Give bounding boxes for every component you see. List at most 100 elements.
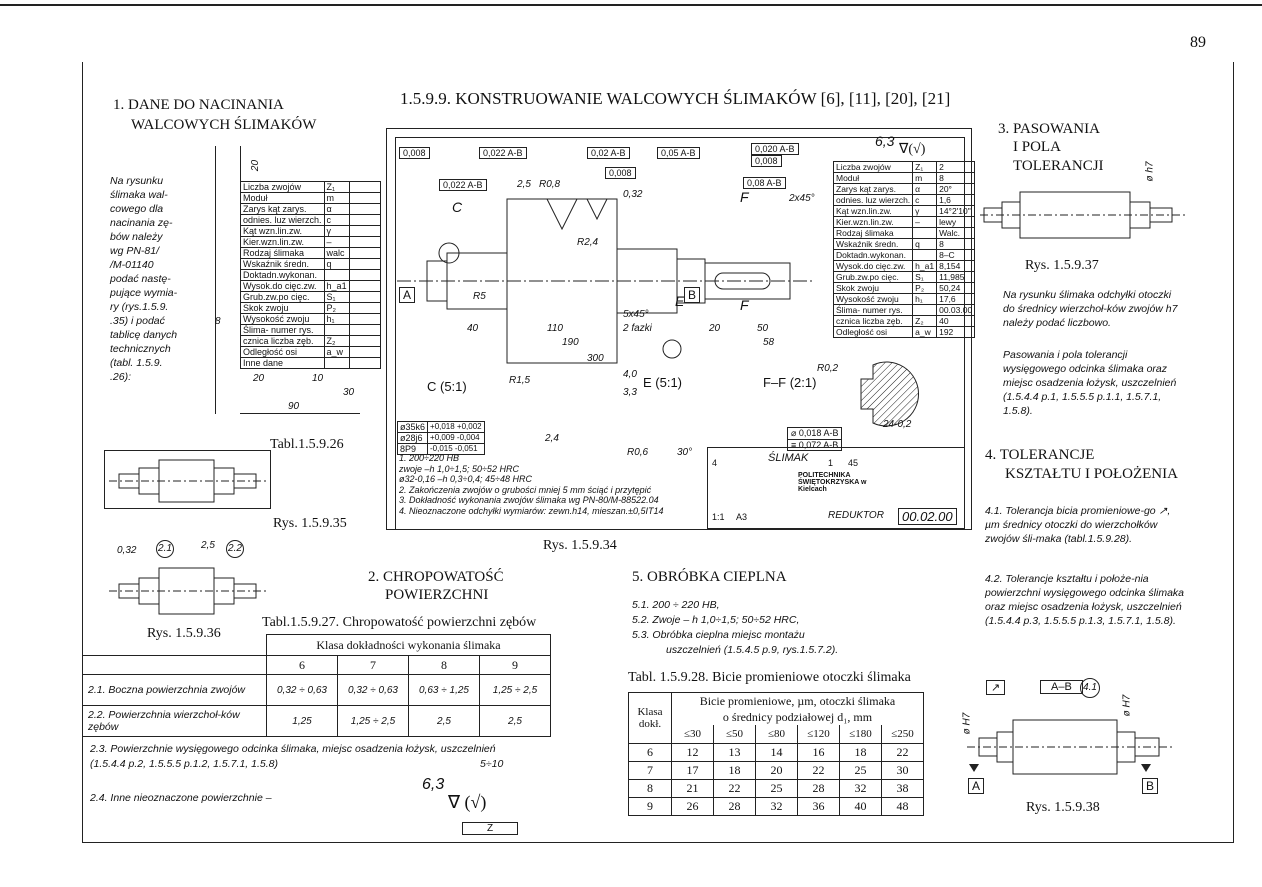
title-material: 45: [848, 458, 859, 468]
detail-c-marker: C: [452, 199, 463, 215]
s1-table-symbol: q: [323, 258, 350, 270]
section-ff-drawing: [860, 361, 920, 427]
s4-title-1: 4. TOLERANCJE: [985, 447, 1095, 463]
rys37-shaft-drawing: [980, 191, 1186, 239]
technical-drawing: 6,3 ∇(√) 0,008 0,022 A-B 0,02 A-B 0,05 A…: [386, 128, 976, 530]
runout-value: 26: [671, 797, 714, 816]
drawing-spec-cell: Wskaźnik średn.: [832, 238, 914, 250]
dim-ra032: 0,32: [623, 189, 643, 200]
detail-24: 2,4: [545, 433, 559, 444]
s1-table-row: Kier.wzn.lin.zw.–: [240, 236, 381, 248]
general-roughness: 6,3: [875, 133, 895, 149]
s1-table-symbol: γ: [323, 225, 350, 237]
roughness-line-2-4: 2.4. Inne nieoznaczone powierzchnie –: [90, 792, 272, 804]
s1-note-line: pujące wymia-: [110, 287, 178, 299]
datum-a-38: A: [968, 778, 985, 794]
detail-30deg: 30°: [677, 447, 693, 458]
tol-frame-5: 0,020 A-B: [751, 143, 799, 155]
s1-note-line: tablicę danych: [110, 329, 178, 341]
drawing-spec-cell: a_w: [912, 326, 938, 338]
s1-table-row: Wysok.do cięc.zw.h_a1: [240, 280, 381, 292]
runout-value: 25: [755, 779, 798, 798]
drawing-spec-cell: Ślima- numer rys.: [832, 304, 914, 316]
drawing-note-line: ø32-0,16 –h 0,3÷0,4; 45÷48 HRC: [399, 474, 532, 484]
s1-table-symbol: S₁: [323, 291, 350, 303]
s5-item: 5.3. Obróbka cieplna miejsc montażu: [632, 629, 805, 641]
s3-paragraph-2: Pasowania i pola tolerancji wysięgowego …: [1003, 349, 1177, 417]
s1-dim-30: 30: [343, 387, 355, 398]
runout-range: ≤180: [839, 725, 882, 744]
drawing-spec-cell: 40: [936, 315, 976, 327]
s1-table-value: [348, 247, 381, 259]
s1-table-value: [348, 335, 381, 347]
runout-value: 22: [881, 743, 924, 762]
drawing-note-line: zwoje –h 1,0÷1,5; 50÷52 HRC: [399, 463, 519, 474]
s1-table-value: [348, 181, 381, 193]
s1-note-line: ślimaka wal-: [110, 189, 168, 201]
roughness-value: 1,25 ÷ 2,5: [337, 705, 409, 737]
drawing-spec-cell: 1,6: [936, 194, 976, 206]
s1-table-symbol: [323, 269, 350, 281]
roughness-line-2-3: 2.3. Powierzchnie wysięgowego odcinka śl…: [90, 743, 496, 770]
rys38-shaft-drawing: [967, 719, 1175, 775]
s1-table-symbol: m: [323, 192, 350, 204]
runout-value: 14: [755, 743, 798, 762]
runout-class: 9: [628, 797, 672, 816]
s4-h7-right: ø H7: [1121, 694, 1133, 717]
s1-table-symbol: c: [323, 214, 350, 226]
page-frame: [82, 62, 1234, 843]
dim-r5: R5: [473, 291, 486, 302]
rys36-ref-b: 2.2: [226, 540, 244, 558]
roughness-2-4-glyph: ∇ (√): [448, 792, 487, 812]
s1-table-symbol: [323, 357, 350, 369]
detail-40: 4,0: [623, 369, 637, 380]
runout-range: ≤80: [755, 725, 798, 744]
s1-table-label: Liczba zwojów: [240, 181, 325, 193]
s5-item: 5.2. Zwoje – h 1,0÷1,5; 50÷52 HRC,: [632, 614, 800, 626]
drawing-note-line: 3. Dokładność wykonania zwojów ślimaka w…: [399, 495, 659, 505]
s1-table-label: Rodzaj ślimaka: [240, 247, 325, 259]
dim-r24: R2,4: [577, 237, 599, 248]
runout-range: ≤30: [671, 725, 714, 744]
drawing-spec-cell: [912, 227, 938, 239]
rys38-label: Rys. 1.5.9.38: [1026, 800, 1100, 815]
roughness-class: 9: [479, 655, 551, 675]
fits-deviation: +0,009 -0,004: [427, 432, 485, 444]
drawing-spec-cell: Zarys kąt zarys.: [832, 183, 914, 195]
s1-note-line: .26):: [110, 371, 132, 383]
roughness-row-label: 2.2. Powierzchnia wierzchoł-ków zębów: [82, 705, 267, 737]
s1-table-symbol: Z₂: [323, 335, 350, 347]
s1-table-value: [348, 346, 381, 358]
tabl-27-title: Tabl.1.5.9.27. Chropowatość powierzchni …: [262, 615, 537, 630]
runout-range: ≤50: [713, 725, 756, 744]
roughness-row-label: 2.1. Boczna powierzchnia zwojów: [82, 674, 267, 706]
runout-value: 30: [881, 761, 924, 780]
s1-table-label: Skok zwoju: [240, 302, 325, 314]
s1-table-value: [348, 269, 381, 281]
s1-title-1: 1. DANE DO NACINANIA: [113, 97, 284, 113]
title-school: POLITECHNIKA ŚWIĘTOKRZYSKA w Kielcach: [798, 472, 867, 493]
title-part-name: ŚLIMAK: [768, 452, 809, 464]
s1-table-label: Wysok.do cięc.zw.: [240, 280, 325, 292]
runout-value: 12: [671, 743, 714, 762]
drawing-spec-cell: S₁: [912, 271, 938, 283]
s1-table-label: Inne dane: [240, 357, 325, 369]
tol-frame-2: 0,022 A-B: [479, 147, 527, 159]
drawing-spec-cell: m: [912, 172, 938, 184]
roughness-value: 0,32 ÷ 0,63: [266, 674, 338, 706]
drawing-spec-cell: Walc.: [936, 227, 976, 239]
s1-table-row: Doktadn.wykonan.: [240, 269, 381, 281]
drawing-spec-cell: cznica liczba zęb.: [832, 315, 914, 327]
s1-note-line: podać nastę-: [110, 273, 171, 285]
roughness-value: 0,32 ÷ 0,63: [337, 674, 409, 706]
drawing-spec-cell: [912, 249, 938, 261]
main-title: 1.5.9.9. KONSTRUOWANIE WALCOWYCH ŚLIMAKÓ…: [400, 89, 951, 108]
s1-note-line: /M-01140: [110, 259, 154, 271]
